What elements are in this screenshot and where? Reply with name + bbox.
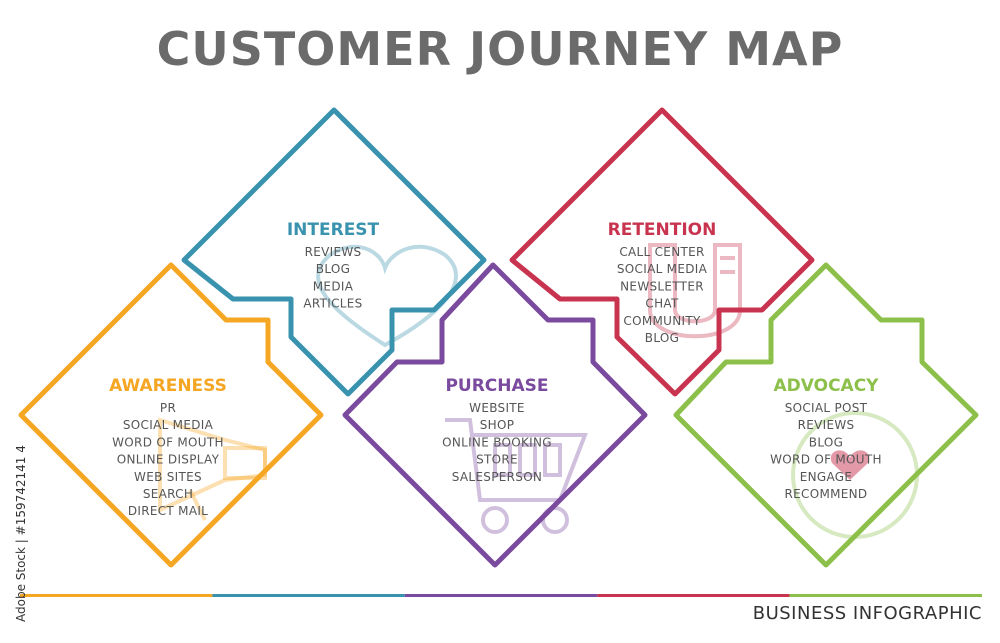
stage-item: SOCIAL POST [785, 401, 868, 415]
retention-frame [509, 107, 815, 397]
stage-title: RETENTION [608, 220, 717, 240]
stage-items: WEBSITE SHOP ONLINE BOOKING STORE SALESPERSO… [442, 401, 552, 484]
stage-items: PR SOCIAL MEDIA WORD OF MOUTH ONLINE DISPLA… [112, 401, 224, 518]
stage-item: CALL CENTER [619, 245, 704, 259]
stage-item: ENGAGE [800, 470, 853, 484]
page-title: CUSTOMER JOURNEY MAP [156, 22, 844, 76]
advocacy-frame [673, 262, 979, 568]
timeline-segment [404, 594, 598, 597]
stage-title: ADVOCACY [774, 376, 880, 396]
megaphone-icon [158, 417, 267, 521]
timeline-segment [212, 594, 405, 597]
timeline-segment [20, 594, 213, 597]
stage-item: REVIEWS [798, 418, 855, 432]
stage-title: AWARENESS [109, 376, 227, 396]
stage-retention: RETENTION CALL CENTER SOCIAL MEDIA NEWSLET… [608, 220, 717, 345]
timeline-bar [20, 594, 982, 597]
stage-item: SALESPERSON [452, 470, 542, 484]
awareness-frame [18, 262, 324, 568]
stage-item: SOCIAL MEDIA [617, 262, 708, 276]
stage-item: MEDIA [313, 279, 354, 293]
stage-items: SOCIAL POST REVIEWS BLOG WORD OF MOUTH ENGAG… [770, 401, 882, 501]
stage-item: PR [160, 401, 176, 415]
stage-item: RECOMMEND [785, 487, 868, 501]
stage-item: SEARCH [143, 487, 193, 501]
stage-item: COMMUNITY [623, 314, 701, 328]
footer-label: BUSINESS INFOGRAPHIC [752, 603, 982, 624]
stage-item: WORD OF MOUTH [112, 435, 224, 449]
timeline-segment [597, 594, 790, 597]
stage-title: PURCHASE [445, 376, 548, 396]
stage-item: SHOP [480, 418, 515, 432]
stage-item: CHAT [645, 297, 679, 311]
stage-item: DIRECT MAIL [128, 504, 208, 518]
stage-item: BLOG [809, 435, 843, 449]
stage-awareness: AWARENESS PR SOCIAL MEDIA WORD OF MOUTH ONL… [109, 376, 227, 518]
stage-items: CALL CENTER SOCIAL MEDIA NEWSLETTER CHAT COM… [617, 245, 708, 345]
stage-item: REVIEWS [305, 245, 362, 259]
stock-watermark-text: Adobe Stock | #159742141 4 [14, 445, 28, 622]
stage-item: WEBSITE [469, 401, 525, 415]
stage-item: ONLINE DISPLAY [117, 453, 220, 467]
timeline-segment [789, 594, 982, 597]
stage-item: WEB SITES [134, 470, 202, 484]
stage-advocacy: ADVOCACY SOCIAL POST REVIEWS BLOG WORD OF M… [770, 376, 882, 501]
stage-purchase: PURCHASE WEBSITE SHOP ONLINE BOOKING STORE S… [442, 376, 552, 484]
stage-interest: INTEREST REVIEWS BLOG MEDIA ARTICLES [287, 220, 380, 311]
stage-title: INTEREST [287, 220, 380, 240]
stage-item: ONLINE BOOKING [442, 435, 552, 449]
stage-item: NEWSLETTER [620, 279, 704, 293]
stage-item: SOCIAL MEDIA [123, 418, 214, 432]
stage-item: ARTICLES [303, 297, 362, 311]
stage-item: STORE [476, 453, 518, 467]
stage-item: WORD OF MOUTH [770, 453, 882, 467]
purchase-frame [342, 262, 648, 568]
stage-item: BLOG [645, 331, 679, 345]
stage-items: REVIEWS BLOG MEDIA ARTICLES [303, 245, 362, 311]
stock-watermark: Adobe Stock | #159742141 4 [6, 400, 28, 630]
stage-item: BLOG [316, 262, 350, 276]
interest-frame [181, 107, 487, 397]
